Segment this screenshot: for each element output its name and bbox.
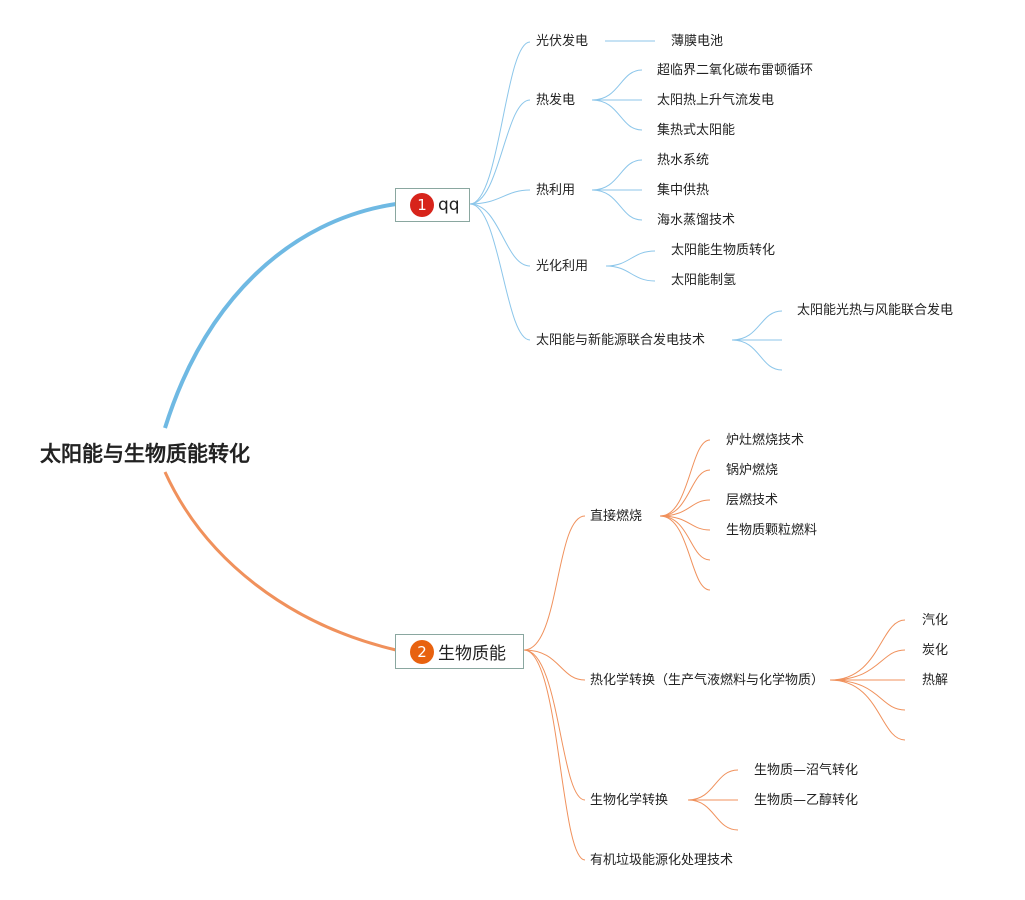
priority-1-badge: 1 [410,193,434,217]
topic-guangfu[interactable]: 光伏发电 [536,34,589,49]
subtopic[interactable]: 集中供热 [657,183,710,198]
subtopic[interactable]: 生物质—乙醇转化 [754,793,859,808]
branch-label: 生物质能 [438,644,506,664]
topic-thermochemical[interactable]: 热化学转换（生产气液燃料与化学物质） [590,673,825,688]
main-arc-blue [163,202,397,429]
topic-direct-combustion[interactable]: 直接燃烧 [590,509,643,524]
subtopic[interactable]: 热解 [922,673,949,688]
topic-lianhe-fadian[interactable]: 太阳能与新能源联合发电技术 [536,333,706,348]
branch-label: qq [438,195,460,215]
subtopic[interactable]: 太阳能光热与风能联合发电 [797,303,954,318]
branch2-links [523,439,906,861]
subtopic[interactable]: 太阳能制氢 [671,273,737,288]
branch1-links [469,40,783,371]
subtopic[interactable]: 层燃技术 [726,493,779,508]
subtopic[interactable]: 汽化 [922,613,949,628]
topic-refadian[interactable]: 热发电 [536,93,576,108]
branch-biomass[interactable]: 2 生物质能 [395,634,524,669]
subtopic[interactable]: 太阳能生物质转化 [671,243,776,258]
subtopic[interactable]: 炭化 [922,643,949,658]
subtopic[interactable]: 生物质颗粒燃料 [726,523,818,538]
topic-biochemical[interactable]: 生物化学转换 [590,793,669,808]
root-topic[interactable]: 太阳能与生物质能转化 [40,442,250,466]
subtopic[interactable]: 锅炉燃烧 [726,463,779,478]
subtopic[interactable]: 薄膜电池 [671,34,724,49]
topic-reliyong[interactable]: 热利用 [536,183,576,198]
topic-organic-waste[interactable]: 有机垃圾能源化处理技术 [590,853,734,868]
subtopic[interactable]: 热水系统 [657,153,710,168]
subtopic[interactable]: 集热式太阳能 [657,123,736,138]
subtopic[interactable]: 海水蒸馏技术 [657,213,736,228]
subtopic[interactable]: 太阳热上升气流发电 [657,93,775,108]
subtopic[interactable]: 生物质—沼气转化 [754,763,859,778]
topic-guanghua[interactable]: 光化利用 [536,259,589,274]
branch-qq[interactable]: 1 qq [395,188,470,222]
subtopic[interactable]: 炉灶燃烧技术 [726,433,805,448]
subtopic[interactable]: 超临界二氧化碳布雷顿循环 [657,63,814,78]
main-arc-orange [163,471,397,652]
priority-2-badge: 2 [410,639,434,664]
